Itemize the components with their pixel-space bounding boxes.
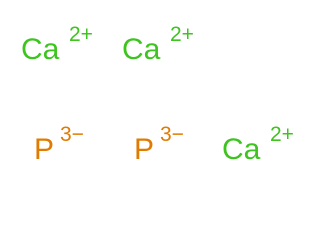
element-symbol: Ca [122,33,161,66]
element-symbol: P [34,133,55,166]
ion-charge: 2+ [270,123,294,146]
element-symbol: P [134,133,155,166]
ion-charge: 3− [60,123,84,146]
element-symbol: Ca [222,133,261,166]
element-symbol: Ca [21,33,60,66]
ion-charge: 3− [160,123,184,146]
ion-charge: 2+ [170,23,194,46]
ion-charge: 2+ [69,23,93,46]
